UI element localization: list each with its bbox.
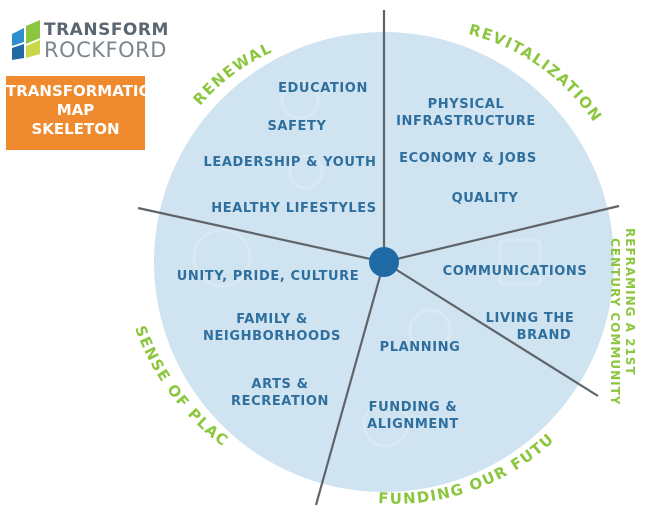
spoke-left (137, 206, 385, 264)
school-decor-icon (280, 80, 320, 120)
sun-decor-icon (192, 228, 252, 288)
phone-decor-icon (498, 238, 542, 286)
map-hub (369, 247, 399, 277)
topic-education: EDUCATION (278, 81, 368, 96)
spoke-right (383, 204, 620, 264)
topic-planning: PLANNING (380, 340, 461, 355)
logo-text-transform: TRANSFORM (44, 20, 169, 40)
category-reframing-line2: CENTURY COMMUNITY (608, 238, 622, 405)
title-line-2: MAP (56, 101, 95, 119)
topic-living-line2: BRAND (517, 328, 572, 343)
title-line-3: SKELETON (31, 120, 120, 138)
logo-text-rockford: ROCKFORD (44, 38, 167, 62)
topic-healthy-lifestyles: HEALTHY LIFESTYLES (211, 201, 377, 216)
money-decor-icon (362, 400, 410, 448)
person-decor-icon (408, 308, 452, 352)
topic-safety: SAFETY (267, 119, 326, 134)
topic-economy-jobs: ECONOMY & JOBS (399, 151, 537, 166)
topic-family-line1: FAMILY & (236, 312, 308, 327)
map-spokes (137, 10, 620, 506)
spoke-lower-right (383, 261, 599, 397)
topic-physical-line2: INFRASTRUCTURE (396, 114, 536, 129)
transform-rockford-logo: TRANSFORM ROCKFORD (6, 14, 168, 70)
category-reframing-line1: REFRAMING A 21ST (623, 228, 637, 376)
topic-arts-line2: RECREATION (231, 394, 329, 409)
topic-arts-line1: ARTS & (251, 377, 308, 392)
topic-communications: COMMUNICATIONS (443, 264, 588, 279)
topic-physical-line1: PHYSICAL (428, 97, 505, 112)
spoke-bottom (314, 261, 386, 506)
map-title: TRANSFORMATION MAP SKELETON (6, 76, 164, 150)
leaf-logo-icon (12, 20, 40, 60)
topic-family-line2: NEIGHBORHOODS (203, 329, 341, 344)
topic-unity-pride-culture: UNITY, PRIDE, CULTURE (177, 269, 360, 284)
topic-leadership-youth: LEADERSHIP & YOUTH (203, 155, 376, 170)
people-decor-icon (288, 154, 324, 190)
title-line-1: TRANSFORMATION (6, 82, 164, 100)
topic-quality: QUALITY (452, 191, 519, 206)
topic-living-line1: LIVING THE (486, 311, 575, 326)
topic-funding-line1: FUNDING & (369, 400, 458, 415)
topic-funding-line2: ALIGNMENT (367, 417, 459, 432)
